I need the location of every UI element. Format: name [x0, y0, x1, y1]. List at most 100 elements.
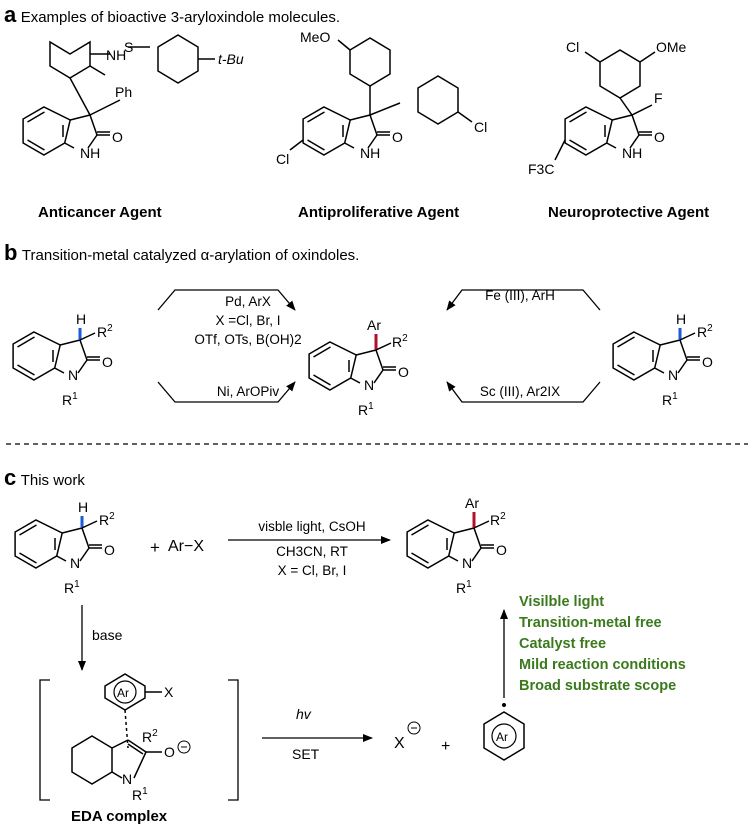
atom-o-b2: O — [398, 364, 409, 380]
atom-o: O — [112, 129, 123, 145]
atom-h-b3: H — [676, 311, 686, 327]
atom-r2-b3: R2 — [697, 323, 713, 340]
atom-n-eda: N — [122, 771, 132, 787]
section-b-title: Transition-metal catalyzed α-arylation o… — [21, 247, 360, 264]
right-top-conditions: Fe (III), ArH — [450, 288, 590, 303]
atom-cl-ring: Cl — [474, 119, 487, 135]
halide-charge-icon — [407, 721, 421, 735]
atom-o-c2: O — [496, 542, 507, 558]
atom-nh-a: NH — [106, 47, 126, 63]
cond-fe: Fe (III), ArH — [485, 288, 555, 303]
atom-nh: NH — [80, 145, 100, 161]
caption-anticancer: Anticancer Agent — [38, 204, 162, 221]
atom-nh-2: NH — [360, 145, 380, 161]
section-c-letter: c — [4, 465, 17, 490]
atom-ome: OMe — [656, 39, 687, 55]
cond-sc: Sc (III), Ar2IX — [479, 384, 561, 399]
atom-h-c: H — [78, 499, 88, 515]
highlight-mild: Mild reaction conditions — [519, 657, 686, 673]
plus-sign: + — [150, 538, 160, 557]
atom-o-2: O — [392, 129, 403, 145]
halide-anion: X — [394, 735, 405, 752]
section-b-header: b Transition-metal catalyzed α-arylation… — [4, 240, 359, 266]
atom-ar-eda: Ar — [117, 686, 129, 700]
highlights-list: Visilble light Transition-metal free Cat… — [519, 592, 686, 697]
atom-r1-b2: R1 — [358, 401, 374, 418]
atom-cl-3: Cl — [566, 39, 579, 55]
left-top-conditions: Pd, ArX X =Cl, Br, I OTf, OTs, B(OH)2 — [178, 292, 318, 349]
atom-r2-c2: R2 — [490, 511, 506, 528]
atom-r1-b1: R1 — [62, 391, 78, 408]
eda-bracket — [39, 679, 239, 801]
eda-complex-structure: Ar X R2 O N R1 — [71, 673, 191, 803]
atom-n-b1: N — [68, 367, 78, 383]
cond-solvent: CH3CN, RT — [276, 544, 348, 559]
atom-f: F — [654, 90, 663, 106]
atom-x-eda: X — [164, 684, 174, 700]
cond-ni: Ni, ArOPiv — [216, 384, 280, 399]
atom-ph: Ph — [115, 84, 132, 100]
atom-r2-c: R2 — [99, 511, 115, 528]
b-center-product: Ar R2 N O R1 — [308, 317, 409, 418]
atom-o-b3: O — [702, 354, 713, 370]
b-left-oxindole: H R2 N O R1 — [12, 311, 113, 408]
atom-r2-b2: R2 — [392, 333, 408, 350]
highlight-visible-light: Visilble light — [519, 594, 605, 610]
atom-ar-c: Ar — [465, 495, 479, 511]
antiproliferative-structure: NH O MeO Cl Cl — [276, 29, 487, 167]
section-c-title: This work — [20, 472, 85, 489]
section-a-letter: a — [4, 2, 17, 27]
section-a-title: Examples of bioactive 3-aryloxindole mol… — [20, 9, 341, 26]
aryl-radical: Ar — [483, 703, 525, 761]
atom-r2-eda: R2 — [142, 728, 158, 745]
neuroprotective-structure: NH O Cl OMe F F3C — [528, 39, 687, 177]
left-bottom-conditions: Ni, ArOPiv — [178, 384, 318, 399]
atom-cf3: F3C — [528, 161, 554, 177]
c-product: Ar R2 N O R1 — [406, 495, 507, 596]
cond-leaving-groups: OTf, OTs, B(OH)2 — [194, 332, 302, 347]
atom-s: S — [124, 39, 133, 55]
highlight-scope: Broad substrate scope — [519, 678, 677, 694]
caption-antiproliferative: Antiproliferative Agent — [298, 204, 460, 221]
eda-complex-caption: EDA complex — [71, 808, 168, 825]
caption-neuroprotective: Neuroprotective Agent — [548, 204, 710, 221]
cond-light: visble light, CsOH — [258, 519, 366, 534]
cond-halides: X = Cl, Br, I — [277, 563, 347, 578]
atom-nh-3: NH — [622, 145, 642, 161]
base-label: base — [92, 627, 123, 643]
anticancer-structure: NH O Ph NH S t-Bu — [22, 34, 244, 161]
atom-n-c: N — [70, 555, 80, 571]
atom-n-b3: N — [668, 367, 678, 383]
right-bottom-conditions: Sc (III), Ar2IX — [450, 384, 590, 399]
section-c-conditions: visble light, CsOH CH3CN, RT X = Cl, Br,… — [232, 517, 392, 580]
atom-o-3: O — [654, 129, 665, 145]
atom-n-c2: N — [462, 555, 472, 571]
atom-ar-radical: Ar — [496, 730, 508, 744]
atom-meo: MeO — [300, 29, 330, 45]
hv-label: hv — [296, 706, 311, 722]
highlight-metal-free: Transition-metal free — [519, 615, 662, 631]
atom-cl-core: Cl — [276, 151, 289, 167]
highlight-catalyst-free: Catalyst free — [519, 636, 607, 652]
set-label: SET — [292, 746, 320, 762]
anion-charge-icon — [177, 740, 191, 754]
atom-r1-c: R1 — [64, 579, 80, 596]
cond-pd: Pd, ArX — [225, 294, 271, 309]
cond-x-halides: X =Cl, Br, I — [215, 313, 281, 328]
radical-dot-icon — [502, 703, 506, 707]
atom-o-c: O — [104, 542, 115, 558]
atom-tbu: t-Bu — [218, 51, 244, 67]
atom-r1-b3: R1 — [662, 391, 678, 408]
section-a-header: a Examples of bioactive 3-aryloxindole m… — [4, 2, 340, 28]
b-arrows — [157, 289, 601, 403]
atom-h-b1: H — [76, 311, 86, 327]
atom-r1-c2: R1 — [456, 579, 472, 596]
section-c-header: c This work — [4, 465, 85, 491]
b-right-oxindole: H R2 N O R1 — [612, 311, 713, 408]
aryl-halide: Ar−X — [168, 538, 205, 555]
atom-r2-b1: R2 — [97, 323, 113, 340]
c-substrate: H R2 N O R1 — [14, 499, 115, 596]
atom-o-b1: O — [102, 354, 113, 370]
atom-o-eda: O — [164, 744, 175, 760]
